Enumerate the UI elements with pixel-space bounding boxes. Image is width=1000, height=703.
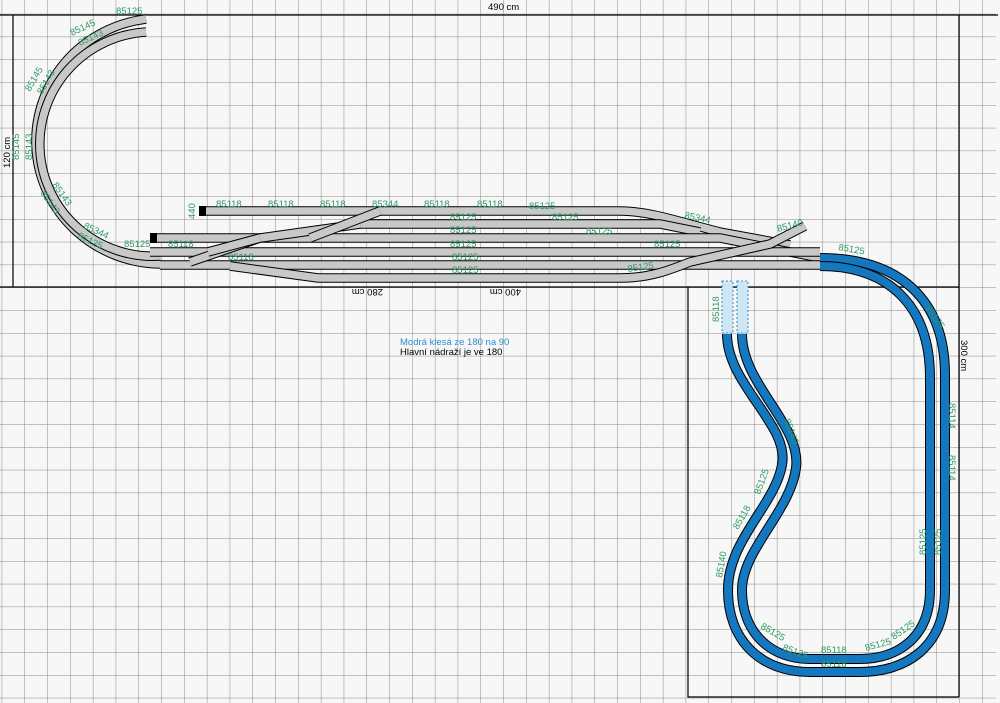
dimension-height-left: 120 cm	[2, 137, 13, 168]
dimension-mark-400: 400 cm	[490, 286, 521, 297]
blue-descending-track	[722, 253, 950, 677]
track-label: 85125	[452, 252, 478, 263]
note-main-station: Hlavní nádraží je ve 180	[400, 347, 502, 358]
track-label: 85125	[452, 265, 478, 276]
note-blue-track: Modrá klesá ze 180 na 90	[400, 337, 509, 348]
track-label: 85125	[450, 239, 476, 250]
track-label: 440	[187, 203, 198, 219]
track-label: 85125	[837, 242, 865, 257]
dimension-mark-280: 280 cm	[352, 286, 383, 297]
track-label: 85114	[946, 403, 957, 429]
track-label: 85118	[821, 659, 847, 670]
track-label: 85145	[11, 134, 22, 160]
buffer-stop	[199, 206, 206, 216]
track-label: 85118	[168, 239, 194, 250]
track-label: 85125	[654, 239, 680, 250]
track-label: 85143	[24, 134, 35, 160]
track-label: 85114	[946, 455, 957, 481]
track-label: 85125	[450, 225, 476, 236]
hidden-track-segment	[721, 280, 734, 334]
track-label: 85344	[683, 210, 711, 226]
buffer-stop	[150, 233, 157, 243]
track-label: 85125	[450, 212, 476, 223]
track-label: 85125	[918, 529, 929, 555]
left-return-loop	[31, 14, 161, 269]
track-label: 85125	[933, 529, 944, 555]
track-label: 85125	[116, 6, 142, 17]
track-label: 85118	[821, 645, 847, 656]
main-station-tracks	[150, 206, 821, 283]
dimension-height-right: 300 cm	[958, 340, 969, 371]
track-label: 85118	[216, 199, 242, 210]
track-label: 85125	[586, 226, 612, 237]
track-label: 85125	[552, 212, 578, 223]
track-label: 85140	[714, 551, 729, 579]
track-label: 85125	[124, 239, 150, 250]
track-label: 85118	[477, 199, 503, 210]
dimension-width-top: 490 cm	[488, 2, 519, 13]
track-label: 85118	[424, 199, 450, 210]
track-label: 85118	[320, 199, 346, 210]
track-label: 85125	[627, 260, 655, 275]
track-label: 85344	[372, 199, 398, 210]
track-label: 85118	[228, 252, 254, 263]
track-label: 85125	[529, 201, 555, 212]
hidden-track-segment	[736, 280, 749, 334]
track-label: 85118	[268, 199, 294, 210]
track-label: 85118	[711, 296, 722, 322]
layout-outline	[0, 14, 998, 698]
